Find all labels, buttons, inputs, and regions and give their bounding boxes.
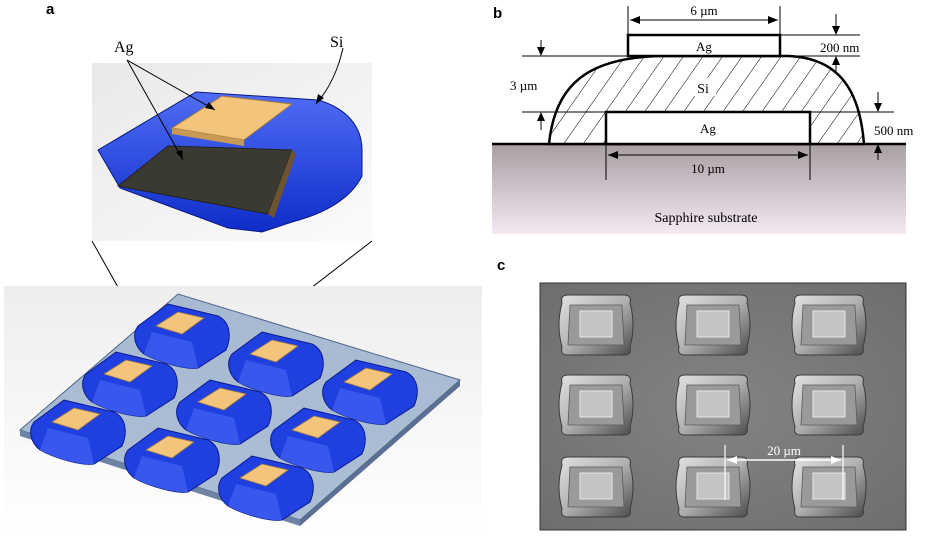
sem-cell-1 [558,294,634,356]
ag-arrow-top [126,59,216,111]
panel-c-letter: c [497,257,505,274]
dim-500nm-label: 500 nm [874,123,913,138]
sem-ag-pad [579,310,613,338]
array-dome-face [186,408,240,445]
array-ag-pad [249,339,299,363]
array-cells [30,303,418,521]
array-ag-pad [155,311,205,335]
si-label-bg [690,78,716,96]
sem-cell-2 [675,294,751,356]
sem-ag-pad [696,310,730,338]
bottom-ag-edge [268,150,296,218]
array-ag-pad [197,387,247,411]
array-dome-face [228,484,282,521]
bottom-ag-layer [604,110,812,146]
sem-cells [558,294,867,518]
array-unit-5 [176,379,272,445]
array-unit-8 [124,427,220,493]
array-ag-pad [239,463,289,487]
panel-c-sem: 20 µm [539,282,907,531]
sem-ag-pad [696,390,730,418]
array-ag-pad [145,435,195,459]
array-unit-1 [134,303,230,369]
scale-bar-label: 20 µm [767,443,801,458]
panel-a-unit-cell: Ag Si [92,34,372,241]
substrate-side-edge [300,380,460,526]
sem-cell-7 [558,456,634,518]
top-ag-layer [626,33,782,58]
ag-label: Ag [114,39,134,56]
si-label: Si [330,34,344,51]
sem-ag-pad [812,472,846,500]
array-dome-face [134,456,188,493]
array-unit-3 [322,359,418,425]
array-ag-pad [291,415,341,439]
dim-6um-label: 6 µm [690,3,717,18]
sem-cell-3 [791,294,867,356]
sem-ag-pad [812,310,846,338]
array-unit-2 [228,331,324,397]
substrate-label: Sapphire substrate [654,211,757,226]
array-dome-face [144,332,198,369]
dim-200nm-label: 200 nm [820,40,859,55]
bottom-ag-label: Ag [700,121,716,136]
array-dome-face [92,380,146,417]
panel-b-cross-section: Sapphire substrate Ag Ag Si 6 µm 200 nm [492,3,913,234]
sapphire-substrate [492,144,906,234]
dim-10um-label: 10 µm [691,161,725,176]
array-unit-7 [30,399,126,465]
array-ag-pad [343,367,393,391]
ag-arrow-bottom [126,59,184,161]
sem-cell-6 [791,374,867,436]
top-ag-edge [172,128,244,146]
sem-cell-4 [558,374,634,436]
sem-cell-9 [791,456,867,518]
array-dome-face [280,436,334,473]
sem-ag-pad [579,390,613,418]
panel-b-letter: b [493,5,502,22]
panel-a-array [4,286,482,539]
si-label: Si [697,82,709,97]
panel-a-letter: a [46,1,55,18]
sem-ag-pad [812,390,846,418]
array-dome-face [238,360,292,397]
sem-cell-5 [675,374,751,436]
sem-cell-8 [675,456,751,518]
array-unit-4 [82,351,178,417]
array-unit-9 [218,455,314,521]
array-unit-6 [270,407,366,473]
top-ag-label: Ag [696,39,712,54]
array-dome-face [40,428,94,465]
dim-3um-label: 3 µm [510,78,537,93]
array-ag-pad [51,407,101,431]
sem-ag-pad [696,472,730,500]
array-ag-pad [103,359,153,383]
sem-ag-pad [579,472,613,500]
array-dome-face [332,388,386,425]
